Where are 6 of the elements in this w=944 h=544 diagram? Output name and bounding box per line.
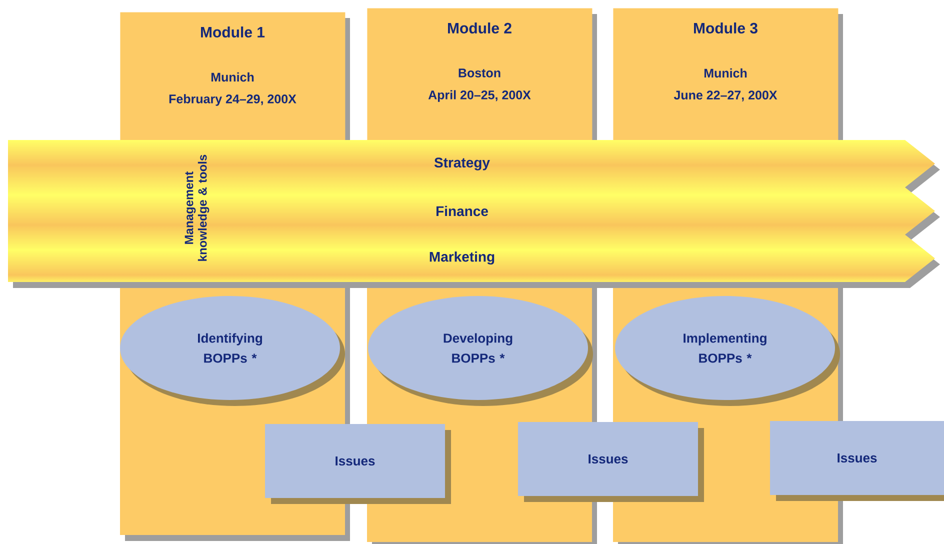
module-column: Module 1 Munich February 24–29, 200X: [120, 12, 346, 140]
module-column: Module 2 Boston April 20–25, 200X: [367, 8, 592, 140]
issue-box: Issues: [770, 421, 944, 501]
module-column: Module 3 Munich June 22–27, 200X: [613, 8, 838, 140]
issue-box: Issues: [518, 422, 704, 502]
issue-box: Issues: [265, 424, 451, 504]
